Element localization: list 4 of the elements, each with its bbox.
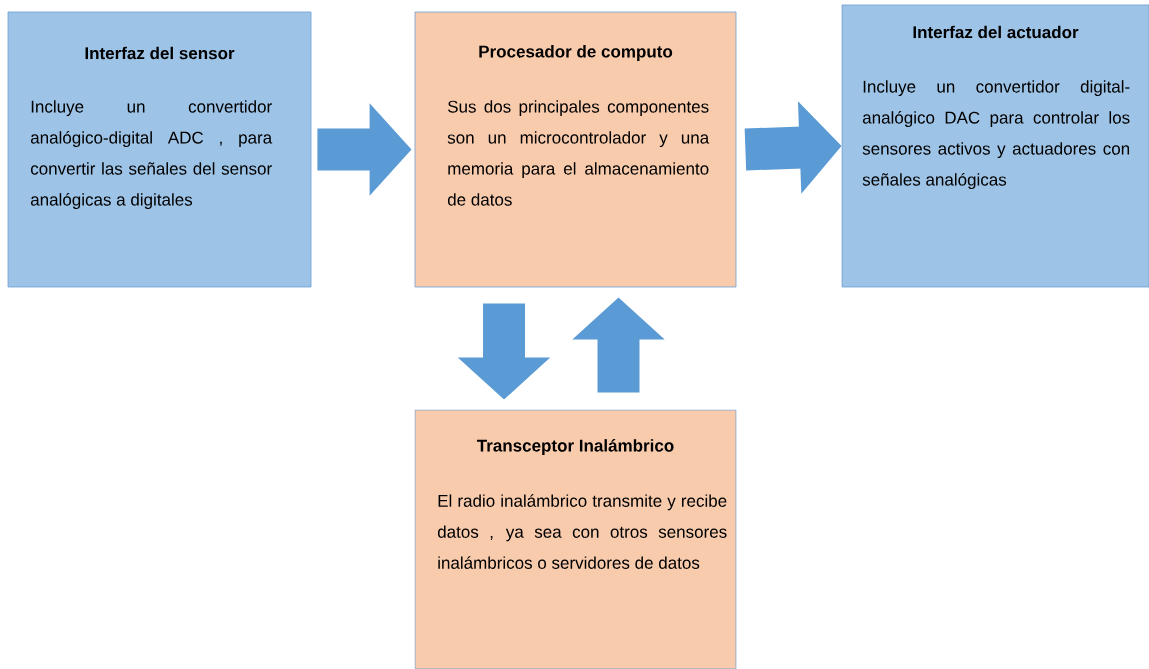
- block-box: Transceptor Inalámbrico El radio inalámbrico transmite y recibe datos , ya sea con otros sensores inalámbricos o servidores de datos: [414, 409, 737, 669]
- block-box: Procesador de computo Sus dos principales componentes son un microcontrolador y una memoria para el almacenamiento de datos: [414, 11, 737, 288]
- block-box: Interfaz del actuador Incluye un convertidor digital-analógico DAC para controlar los sensores activos y actuadores con señales analógicas: [841, 4, 1149, 288]
- block-box: Interfaz del sensor Incluye un convertidor analógico-digital ADC , para convertir las señales del sensor analógicas a digitales: [7, 11, 312, 288]
